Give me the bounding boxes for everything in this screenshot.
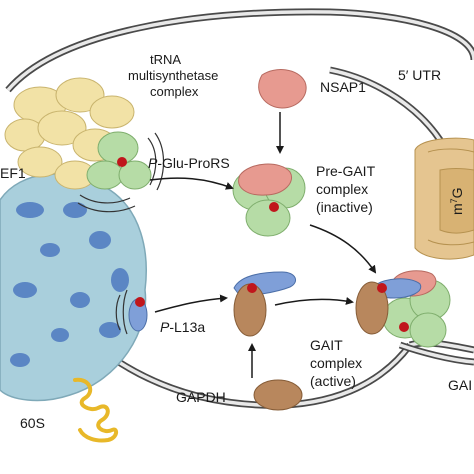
pregait-label-line3: (inactive) (316, 199, 373, 215)
ribosomal-protein-blob (40, 243, 60, 257)
glu-prors-label: P-Glu-ProRS (148, 155, 230, 171)
sixty-s-label: 60S (20, 415, 45, 431)
glu-prors-name: -Glu-ProRS (157, 155, 229, 171)
m7g-end: G (449, 187, 465, 198)
nsap1-label: NSAP1 (320, 79, 366, 95)
gait-label-line2: complex (310, 355, 362, 371)
gait-complex (355, 270, 451, 348)
motion-lines (147, 137, 157, 186)
motion-lines (122, 289, 128, 335)
phosphate-dot (135, 297, 145, 307)
arrow-prors-to-pregait (149, 177, 234, 190)
ribosomal-protein-blob (111, 268, 129, 292)
free-l13a (233, 271, 297, 337)
ef1-label: EF1 (0, 165, 26, 181)
arrow-l13a-to-gait (274, 296, 354, 306)
phosphate-dot (269, 202, 279, 212)
ribosomal-protein-blob (70, 292, 90, 308)
motion-lines (79, 194, 131, 204)
pregait-label-line2: complex (316, 181, 368, 197)
m7g-superscript: 7 (449, 198, 459, 203)
ribosomal-protein-blob (51, 328, 69, 342)
ribosomal-protein-blob (16, 202, 44, 218)
m7g-label: m7G (449, 187, 465, 215)
gait-label-line1: GAIT (310, 337, 343, 353)
ribosomal-protein-blob (89, 231, 111, 249)
pregait-label-line1: Pre-GAIT (316, 163, 376, 179)
ribosomal-protein-blob (13, 282, 37, 298)
m7g-base: m (449, 203, 465, 215)
motion-lines (77, 202, 136, 213)
phosphate-dot (247, 283, 257, 293)
phosphate-dot (117, 157, 127, 167)
motion-lines (154, 132, 165, 191)
trna-label-line1: tRNA (150, 52, 181, 67)
ribosomal-protein-blob (10, 353, 30, 367)
gai-cut-label: GAI (448, 377, 472, 393)
pre-gait-complex (232, 163, 306, 237)
arrow-pregait-to-gait (309, 224, 377, 274)
trna-multisynthetase-complex (4, 77, 165, 213)
gapdh-label: GAPDH (176, 389, 226, 405)
l13a-label: P-L13a (160, 319, 205, 335)
gapdh-protein (253, 379, 303, 411)
arrow-ribosome-to-l13a (154, 294, 228, 313)
trna-label-line2: multisynthetase (128, 68, 218, 83)
l13a-name: -L13a (169, 319, 205, 335)
phosphate-dot (399, 322, 409, 332)
l13a-p-prefix: P (160, 319, 170, 335)
phosphate-dot (377, 283, 387, 293)
ribosomal-protein-blob (63, 202, 87, 218)
ribosomal-protein-blob (99, 322, 121, 338)
gait-label-line3: (active) (310, 373, 356, 389)
nascent-peptide (73, 377, 119, 443)
motion-lines (115, 294, 121, 331)
glu-prors-p-prefix: P (148, 155, 158, 171)
utr-label: 5′ UTR (398, 67, 441, 83)
nsap1-protein (258, 69, 307, 109)
m7g-cap-complex (414, 137, 474, 260)
trna-label-line3: complex (150, 84, 199, 99)
